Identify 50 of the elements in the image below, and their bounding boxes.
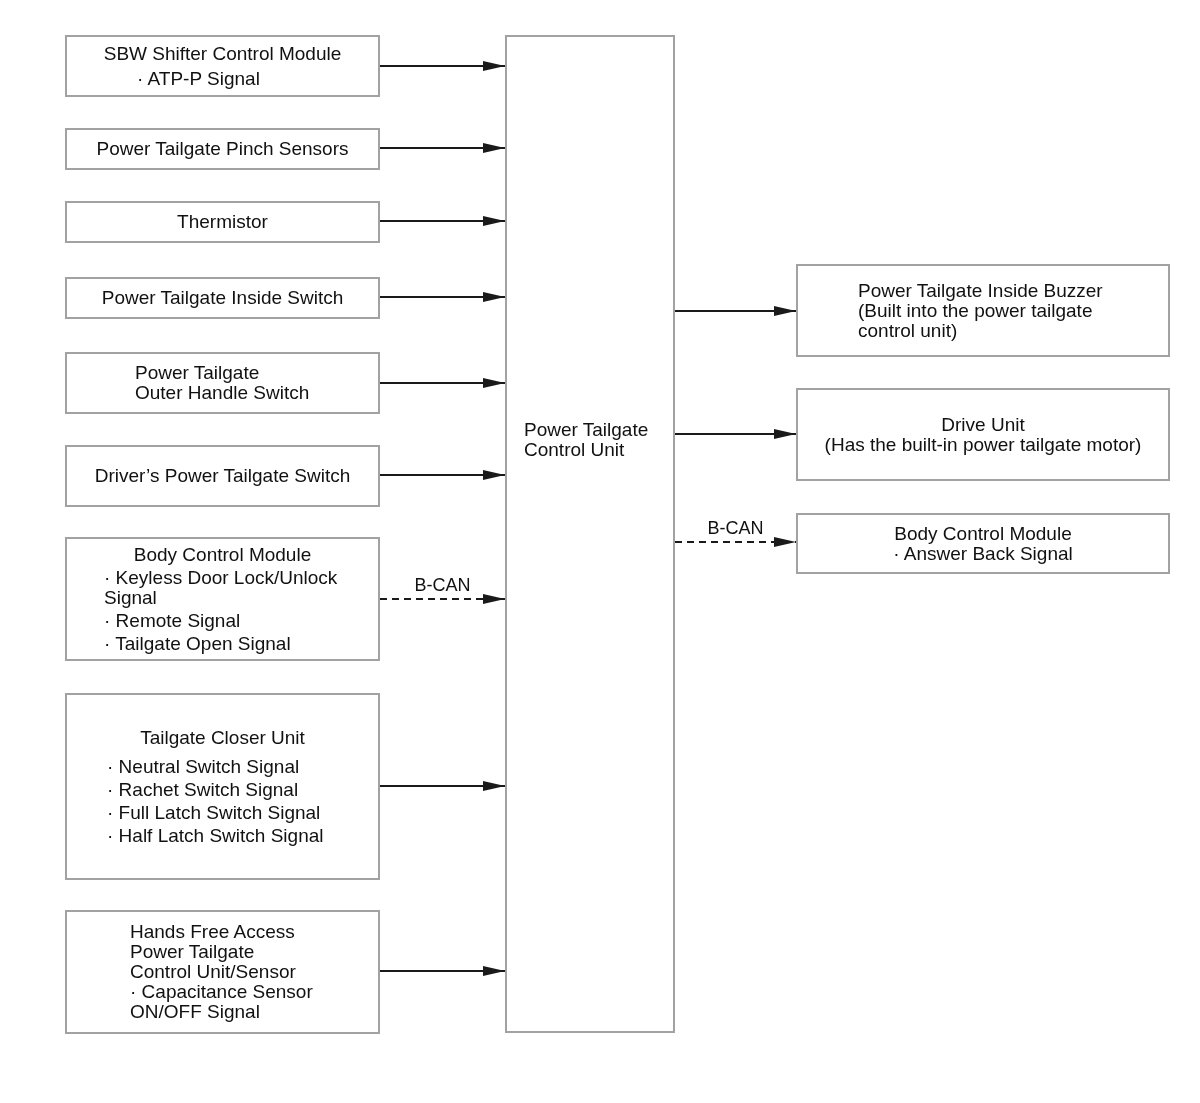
module-box (796, 513, 1170, 574)
dashed-arrow (674, 537, 797, 547)
arrow (674, 429, 797, 439)
module-box (65, 693, 380, 880)
box-title: Body Control Module (133, 544, 312, 565)
control-unit-box (505, 35, 675, 1033)
box-title: Power Tailgate Inside Buzzer (858, 280, 1103, 301)
box-title: Hands Free Access Power Tailgate Control Unit/Sensor (130, 922, 297, 982)
box-detail: · Keyless Door Lock/Unlock Signal (104, 567, 339, 608)
arrow (379, 781, 506, 791)
box-detail: · Neutral Switch Signal (107, 756, 300, 777)
box-detail: · Capacitance Sensor ON/OFF Signal (130, 982, 314, 1022)
module-box (65, 910, 380, 1034)
box-label: Power Tailgate Outer Handle Switch (135, 363, 311, 403)
box-label: Driver’s Power Tailgate Switch (94, 466, 351, 486)
box-detail: · Answer Back Signal (893, 543, 1073, 564)
arrow (379, 61, 506, 71)
arrow (379, 470, 506, 480)
module-box (796, 388, 1170, 481)
box-title: SBW Shifter Control Module (103, 43, 342, 64)
box-detail: · Tailgate Open Signal (104, 633, 291, 654)
arrow (379, 292, 506, 302)
box-detail: · Remote Signal (104, 610, 241, 631)
box-title: Drive Unit (941, 414, 1025, 435)
box-label: Power Tailgate Pinch Sensors (96, 139, 349, 159)
module-box (65, 445, 380, 507)
module-box (65, 537, 380, 661)
box-detail: (Has the built-in power tailgate motor) (824, 434, 1142, 455)
box-detail: · Rachet Switch Signal (107, 779, 299, 800)
box-label: Power Tailgate Control Unit (524, 420, 650, 460)
arrow (674, 306, 797, 316)
box-detail: · Full Latch Switch Signal (107, 802, 321, 823)
box-detail: · ATP-P Signal (137, 68, 260, 89)
module-box (65, 352, 380, 414)
arrow (379, 143, 506, 153)
module-box (65, 201, 380, 243)
module-box (65, 277, 380, 319)
arrow (379, 966, 506, 976)
arrow (379, 216, 506, 226)
box-label: Thermistor (177, 212, 268, 232)
box-title: Body Control Module (894, 523, 1072, 544)
box-detail: · Half Latch Switch Signal (107, 825, 324, 846)
module-box (65, 128, 380, 170)
module-box (65, 35, 380, 97)
module-box (796, 264, 1170, 357)
arrow (379, 378, 506, 388)
box-label: Power Tailgate Inside Switch (101, 288, 344, 308)
box-detail: (Built into the power tailgate control unit) (858, 300, 1094, 341)
box-title: Tailgate Closer Unit (140, 727, 305, 748)
dashed-arrow (379, 594, 506, 604)
